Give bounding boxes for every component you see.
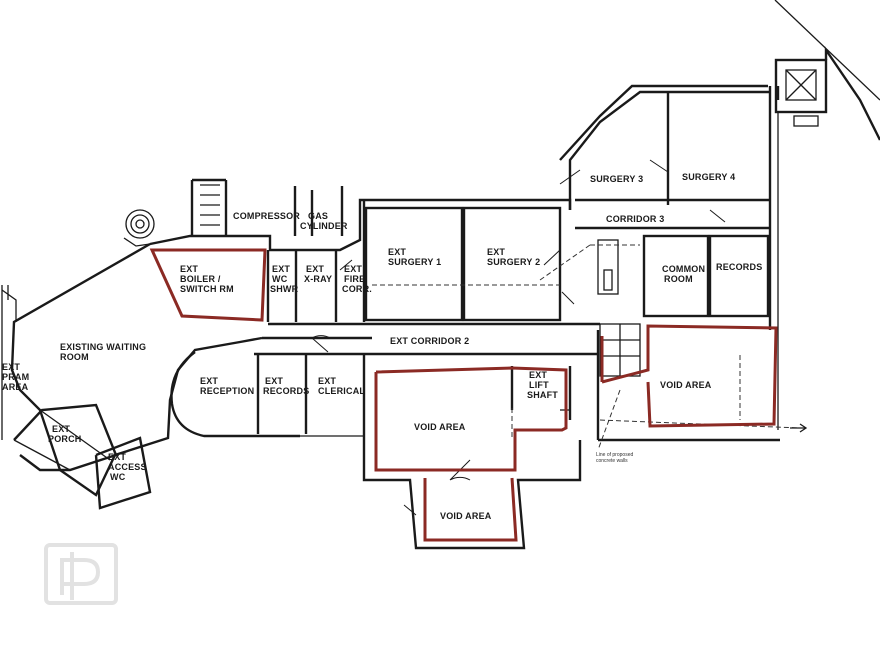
label-ext-reception-a: EXT <box>200 376 218 386</box>
label-void-area-right: VOID AREA <box>660 380 712 390</box>
label-void-area-bottom: VOID AREA <box>440 511 492 521</box>
label-ext-boiler-c: SWITCH RM <box>180 284 234 294</box>
label-ext-xray-a: EXT <box>306 264 324 274</box>
highlight-outlines <box>149 248 778 542</box>
label-common-room-b: ROOM <box>664 274 693 284</box>
door-swings <box>311 159 726 516</box>
label-corridor-3: CORRIDOR 3 <box>606 214 665 224</box>
label-ext-surgery-1-b: SURGERY 1 <box>388 257 441 267</box>
arrow-icon <box>790 423 808 433</box>
label-ext-boiler-b: BOILER / <box>180 274 221 284</box>
label-pram-a: EXT <box>2 362 20 372</box>
label-ext-porch-b: PORCH <box>48 434 82 444</box>
label-records: RECORDS <box>716 262 762 272</box>
label-ext-boiler-a: EXT <box>180 264 198 274</box>
label-ext-wc-a: EXT <box>272 264 290 274</box>
label-ext-access-c: WC <box>110 472 126 482</box>
label-ext-lift-c: SHAFT <box>527 390 558 400</box>
site-boundary-line <box>774 0 880 101</box>
label-ext-xray-b: X-RAY <box>304 274 332 284</box>
watermark-logo-icon <box>44 543 118 605</box>
label-ext-wc-c: SHWR <box>270 284 299 294</box>
note-line-b: concrete walls <box>596 458 628 464</box>
label-ext-surgery-2-a: EXT <box>487 247 505 257</box>
label-ext-access-b: ACCESS <box>108 462 147 472</box>
label-ext-reception-b: RECEPTION <box>200 386 254 396</box>
label-cylinder: CYLINDER <box>300 221 348 231</box>
dashed-lines <box>372 244 801 451</box>
label-surgery-3: SURGERY 3 <box>590 174 643 184</box>
label-ext-clerical-b: CLERICAL <box>318 386 365 396</box>
label-void-area-main: VOID AREA <box>414 422 466 432</box>
circular-feature-icon <box>125 209 155 239</box>
label-waiting-b: ROOM <box>60 352 89 362</box>
label-waiting-a: EXISTING WAITING <box>60 342 146 352</box>
label-ext-corridor-2: EXT CORRIDOR 2 <box>390 336 469 346</box>
label-pram-c: AREA <box>2 382 29 392</box>
label-ext-records-b: RECORDS <box>263 386 309 396</box>
label-gas: GAS <box>308 211 328 221</box>
label-ext-fire-c: CORR. <box>342 284 372 294</box>
walls <box>1 46 880 550</box>
label-pram-b: PRAM <box>2 372 29 382</box>
label-compressor: COMPRESSOR <box>233 211 300 221</box>
label-common-room-a: COMMON <box>662 264 705 274</box>
label-ext-fire-b: FIRE <box>344 274 365 284</box>
label-ext-surgery-1-a: EXT <box>388 247 406 257</box>
label-ext-fire-a: EXT <box>344 264 362 274</box>
label-ext-wc-b: WC <box>272 274 288 284</box>
label-ext-porch-a: EXT <box>52 424 70 434</box>
room-labels: SURGERY 3 SURGERY 4 CORRIDOR 3 COMPRESSO… <box>2 172 762 521</box>
label-ext-surgery-2-b: SURGERY 2 <box>487 257 540 267</box>
label-ext-lift-b: LIFT <box>529 380 549 390</box>
label-ext-records-a: EXT <box>265 376 283 386</box>
label-ext-access-a: EXT <box>108 452 126 462</box>
label-ext-clerical-a: EXT <box>318 376 336 386</box>
note-line-a: Line of proposed <box>596 452 633 458</box>
label-ext-lift-a: EXT <box>529 370 547 380</box>
label-surgery-4: SURGERY 4 <box>682 172 735 182</box>
